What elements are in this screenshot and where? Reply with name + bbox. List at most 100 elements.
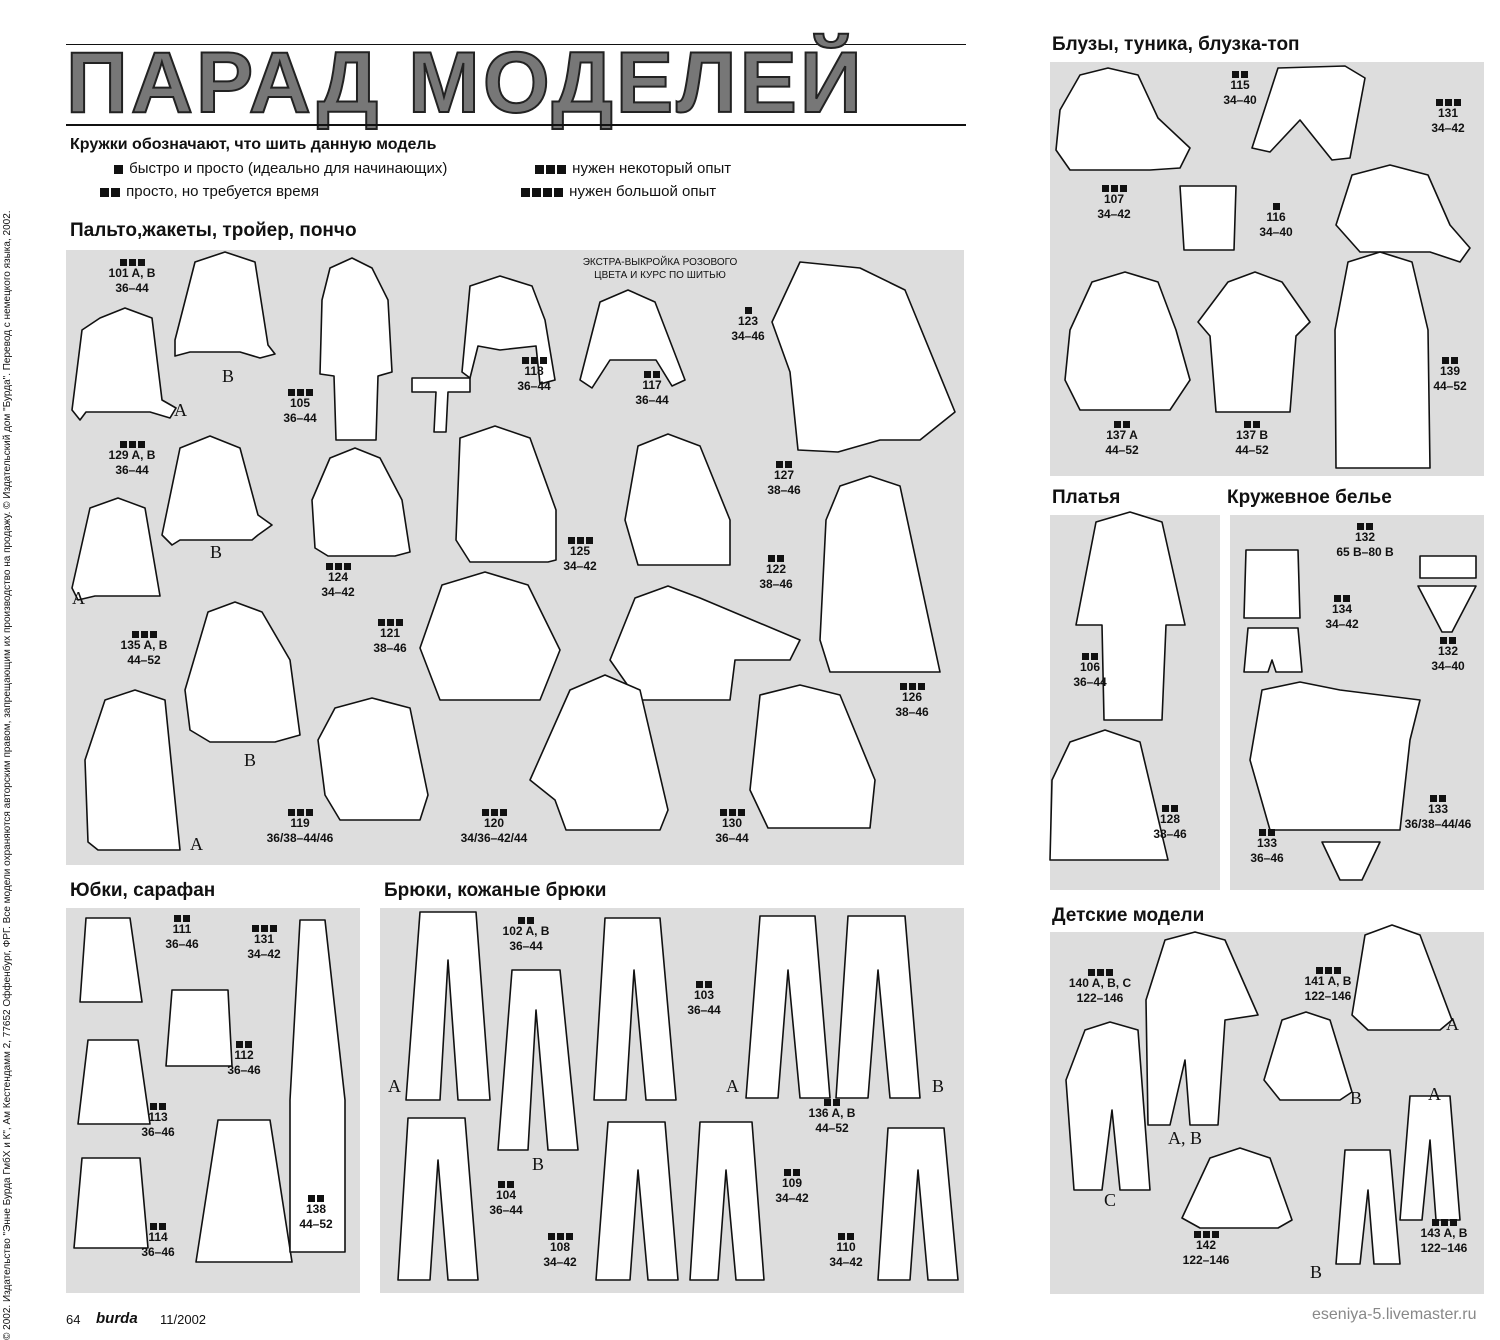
tunic-137b <box>1197 271 1311 413</box>
robe-133 <box>1249 681 1421 831</box>
variant-letter-c: C <box>1104 1190 1117 1210</box>
blouse-107 <box>1055 67 1191 171</box>
section-heading-lingerie: Кружевное белье <box>1227 487 1392 508</box>
trousers-109 <box>689 1121 765 1281</box>
bra-132 <box>1419 555 1477 579</box>
section-heading-trousers: Брюки, кожаные брюки <box>384 880 607 901</box>
watermark: eseniya-5.livemaster.ru <box>1312 1306 1477 1323</box>
trousers-136a <box>745 915 831 1099</box>
jacket-101b <box>174 251 276 359</box>
trousers-102a <box>405 911 491 1101</box>
jacket-119 <box>317 697 429 821</box>
title-rule <box>66 124 966 126</box>
top-115 <box>1251 65 1366 161</box>
blouse-131 <box>1335 164 1471 263</box>
variant-letter-ab: A, B <box>1168 1128 1203 1148</box>
trousers-143a <box>1399 1095 1461 1221</box>
section-heading-coats: Пальто,жакеты, тройер, пончо <box>70 220 357 241</box>
trousers-102b <box>497 969 579 1151</box>
camisole-134 <box>1243 549 1301 619</box>
tunic-137a <box>1064 271 1191 411</box>
trousers-143b <box>1335 1149 1401 1265</box>
variant-letter-a: A <box>72 588 85 608</box>
jacket-130 <box>749 684 876 829</box>
trousers-108 <box>595 1121 679 1281</box>
variant-letter-b: B <box>532 1154 545 1174</box>
anorak-120 <box>529 674 669 831</box>
legend-heading: Кружки обозначают, что шить данную модел… <box>70 136 437 153</box>
variant-letter-b: B <box>210 542 223 562</box>
skirt-114 <box>73 1157 149 1249</box>
overall-140a <box>1145 931 1259 1126</box>
variant-letter-a: A <box>190 834 203 854</box>
overall-140c <box>1065 1021 1151 1191</box>
trousers-110 <box>877 1127 959 1281</box>
panty-133 <box>1321 841 1381 881</box>
coat-122b <box>609 585 801 701</box>
trousers-103 <box>593 917 677 1101</box>
jacket-142 <box>1181 1147 1293 1229</box>
jacket-141a <box>1351 924 1453 1031</box>
variant-letter-b: B <box>244 750 257 770</box>
section-heading-skirts: Юбки, сарафан <box>70 880 216 901</box>
jacket-124 <box>311 447 411 557</box>
trousers-104 <box>397 1117 479 1281</box>
variant-letter-a: A <box>1428 1084 1441 1104</box>
bolero-117 <box>579 289 686 389</box>
jacket-135b <box>184 601 301 743</box>
jacket-141b <box>1263 1011 1353 1101</box>
shorts-134 <box>1243 627 1303 673</box>
issue-number: 11/2002 <box>160 1312 207 1327</box>
coat-105 <box>319 257 393 441</box>
dress-128 <box>1049 729 1169 861</box>
section-heading-blouses: Блузы, туника, блузка-топ <box>1052 34 1300 55</box>
coat-135a <box>84 689 181 851</box>
legend-item-4: нужен большой опыт <box>521 183 716 200</box>
section-heading-kids: Детские модели <box>1052 905 1205 926</box>
brief-132 <box>1417 585 1477 633</box>
coat-139 <box>1334 251 1431 469</box>
legend-item-1: быстро и просто (идеально для начинающих… <box>114 160 447 177</box>
variant-letter-a: A <box>726 1076 739 1096</box>
jacket-129b <box>161 435 273 546</box>
legend-item-3: нужен некоторый опыт <box>535 160 731 177</box>
section-heading-dresses: Платья <box>1052 487 1121 508</box>
variant-letter-a: A <box>1446 1014 1459 1034</box>
variant-letter-a: A <box>174 400 187 420</box>
jacket-129a <box>71 497 161 601</box>
poncho-123 <box>771 261 956 453</box>
coat-121 <box>419 571 561 701</box>
extra-pattern-note: ЭКСТРА-ВЫКРОЙКА РОЗОВОГО ЦВЕТА И КУРС ПО… <box>582 257 738 281</box>
skirt-long <box>195 1119 293 1263</box>
